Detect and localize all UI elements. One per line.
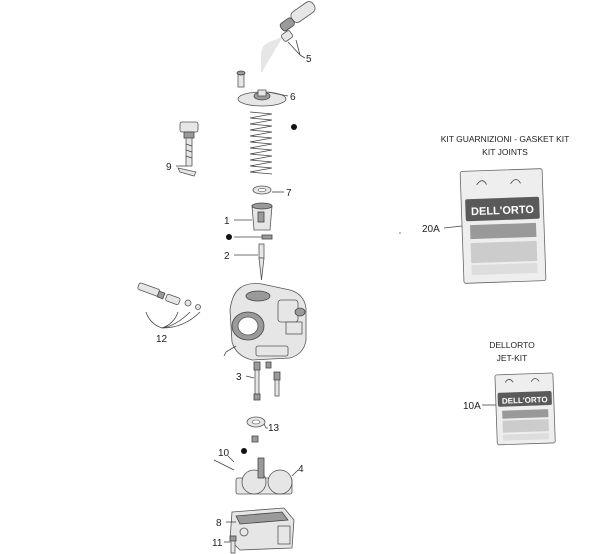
label-12: 12 — [156, 334, 168, 345]
label-11: 11 — [212, 538, 223, 549]
part-8-float-bowl — [229, 507, 295, 551]
jet-kit-subtitle: JET-KIT — [497, 353, 528, 363]
part-9-idle-screw — [177, 121, 199, 177]
part-6-leader — [267, 91, 289, 97]
label-4: 4 — [298, 464, 304, 475]
part-5-leader — [287, 39, 301, 56]
float-pin-bullet-marker — [241, 448, 247, 454]
gasket-kit-bag: DELL'ORTO — [459, 168, 547, 284]
label-6: 6 — [290, 92, 296, 103]
label-3: 3 — [236, 372, 242, 383]
part-4-float — [235, 457, 293, 495]
needle-clip-bullet-marker — [226, 234, 232, 240]
part-7-clip — [252, 185, 272, 195]
gasket-kit-subtitle: KIT JOINTS — [482, 147, 528, 157]
gasket-kit-title: KIT GUARNIZIONI - GASKET KIT — [441, 134, 570, 144]
part-1-throttle-slide — [251, 202, 273, 231]
part-13-float-needle — [246, 416, 266, 443]
label-5: 5 — [306, 54, 312, 65]
throttle-spring — [249, 111, 273, 175]
part-10-float-pin — [213, 459, 235, 471]
part-12-leader — [145, 311, 201, 329]
label-7: 7 — [286, 188, 292, 199]
part-2-jet-needle — [258, 243, 265, 281]
part-5-choke-cable — [261, 1, 316, 72]
spring-bullet-marker — [291, 124, 297, 130]
label-13: 13 — [268, 423, 280, 434]
label-8: 8 — [216, 518, 222, 529]
part-6-top-cover — [236, 70, 287, 107]
label-10a: 10A — [463, 401, 481, 412]
gasket-kit-bag-logo: DELL'ORTO — [471, 204, 535, 218]
label-9: 9 — [166, 162, 172, 173]
stray-mark — [399, 232, 401, 234]
label-20a: 20A — [422, 224, 440, 235]
label-1: 1 — [224, 216, 230, 227]
jet-kit-bag: DELL'ORTO — [494, 372, 556, 446]
label-10: 10 — [218, 448, 230, 459]
needle-clip — [261, 234, 273, 240]
part-3-jets — [253, 361, 281, 401]
carburetor-body — [223, 283, 307, 361]
label-2: 2 — [224, 251, 230, 262]
part-11-drain-screw — [229, 535, 237, 554]
part-12-screw-set — [137, 282, 201, 310]
jet-kit-bag-logo: DELL'ORTO — [502, 395, 548, 406]
jet-kit-title: DELLORTO — [489, 340, 535, 350]
